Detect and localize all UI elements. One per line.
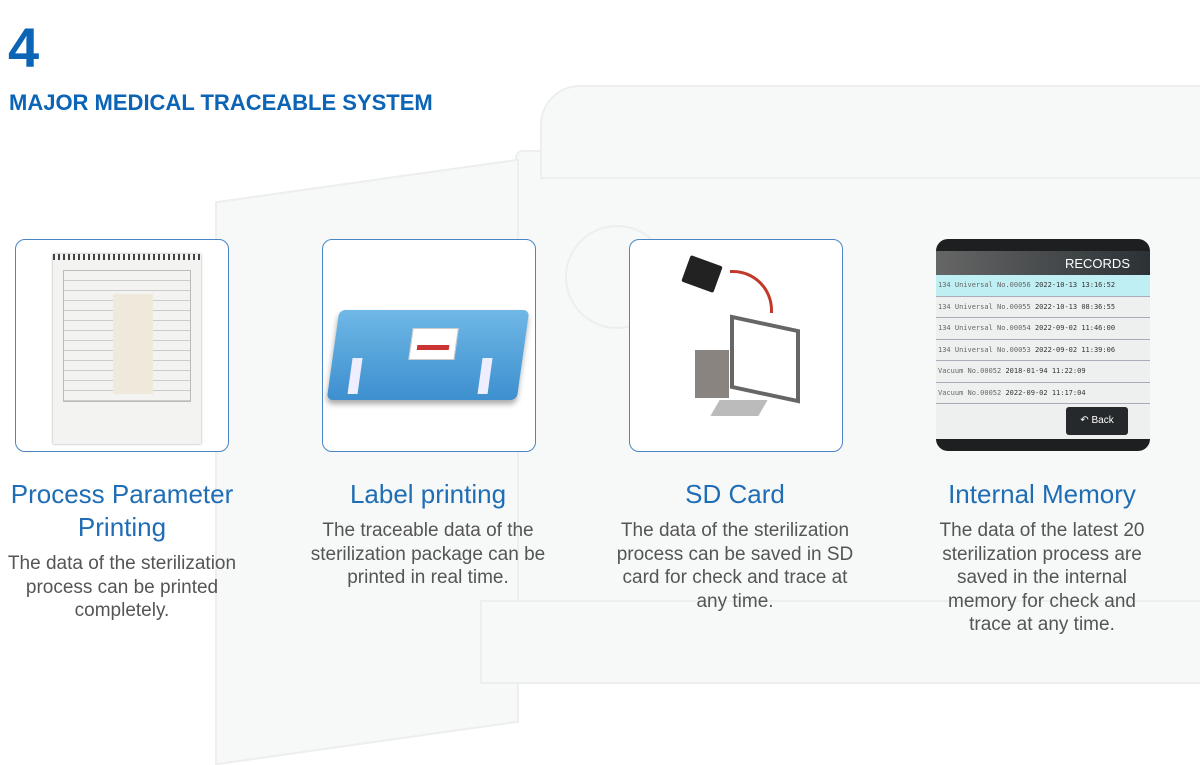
- process-printing-image: [15, 239, 229, 452]
- record-row[interactable]: Vacuum No.00052 2018-01-94 11:22:09: [936, 361, 1150, 383]
- feature-process-printing: Process Parameter Printing The data of t…: [0, 478, 244, 623]
- arrow-icon: [730, 270, 773, 313]
- record-row[interactable]: 134 Universal No.00054 2022-09-02 11:46:…: [936, 318, 1150, 340]
- sd-card-icon: [681, 255, 723, 293]
- section-number: 4: [8, 16, 40, 79]
- record-row[interactable]: 134 Universal No.00053 2022-09-02 11:39:…: [936, 340, 1150, 361]
- record-row[interactable]: 134 Universal No.00055 2022-10-13 08:36:…: [936, 297, 1150, 318]
- feature-description: The data of the latest 20 sterilization …: [939, 520, 1145, 635]
- feature-title: Internal Memory: [948, 479, 1136, 509]
- feature-description: The data of the sterilization process ca…: [7, 553, 237, 621]
- back-arrow-icon: ↶: [1080, 415, 1089, 426]
- background-machine-base: [480, 600, 1200, 684]
- records-screen: RECORDS 134 Universal No.00056 2022-10-1…: [936, 239, 1150, 451]
- feature-title: SD Card: [685, 479, 785, 509]
- feature-sd-card: SD Card The data of the sterilization pr…: [606, 478, 864, 613]
- sterile-package-icon: [326, 310, 530, 400]
- background-machine-top: [540, 85, 1200, 179]
- sd-card-image: [629, 239, 843, 452]
- feature-title: Process Parameter Printing: [10, 479, 234, 542]
- feature-internal-memory: Internal Memory The data of the latest 2…: [926, 478, 1158, 637]
- back-button-label: Back: [1091, 415, 1114, 426]
- record-row[interactable]: 134 Universal No.00056 2022-10-13 13:16:…: [936, 275, 1150, 297]
- printout-paper-icon: [53, 254, 201, 444]
- feature-description: The traceable data of the sterilization …: [310, 520, 546, 588]
- feature-title: Label printing: [349, 479, 507, 509]
- feature-label-printing: Label printing The traceable data of the…: [310, 478, 546, 590]
- section-title: MAJOR MEDICAL TRACEABLE SYSTEM: [9, 90, 433, 115]
- computer-monitor-icon: [730, 314, 800, 404]
- records-screen-title: RECORDS: [936, 251, 1150, 275]
- computer-tower-icon: [695, 350, 729, 398]
- records-list: 134 Universal No.00056 2022-10-13 13:16:…: [936, 275, 1150, 439]
- record-row[interactable]: Vacuum No.00052 2022-09-02 11:17:04: [936, 383, 1150, 404]
- label-printing-image: [322, 239, 536, 452]
- keyboard-icon: [710, 400, 768, 416]
- feature-description: The data of the sterilization process ca…: [616, 520, 854, 612]
- back-button[interactable]: ↶ Back: [1066, 407, 1128, 435]
